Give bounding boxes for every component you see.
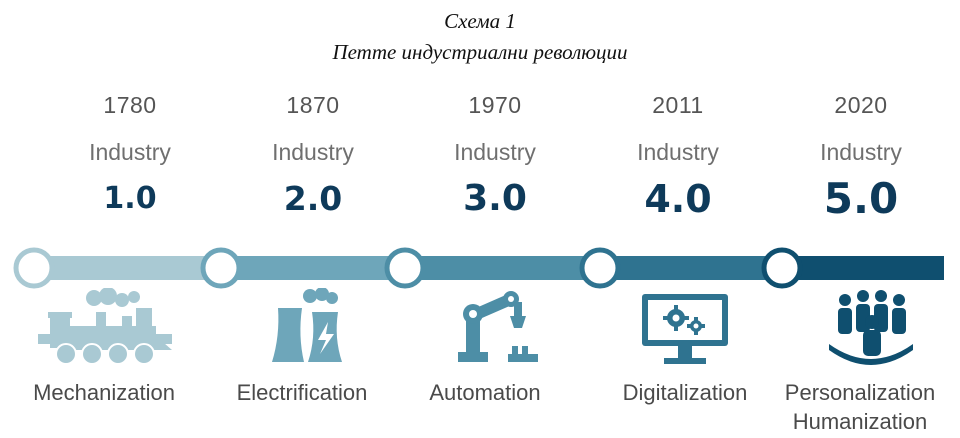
power-plant-icon [272,288,342,362]
era-year: 2011 [652,92,704,118]
diagram-title: Петте индустриални революции [332,40,628,64]
era-industry: Industry [820,139,902,165]
era-3: 1970 Industry 3.0 [405,88,585,221]
era-industry: Industry [454,139,536,165]
era-year: 1780 [103,92,157,118]
timeline-segment-2 [220,256,407,280]
era-label-line1: Personalization [784,380,936,405]
people-group-icon [829,290,913,365]
era-label-automation: Automation [429,380,541,405]
timeline-node-1 [13,247,55,289]
era-industry: Industry [637,139,719,165]
diagram-number: Схема 1 [444,9,516,33]
era-label-electrification: Electrification [236,380,368,405]
robot-arm-icon [458,291,538,362]
era-version: 1.0 [103,181,157,216]
era-label-digitalization: Digitalization [622,380,748,405]
era-industry: Industry [272,139,354,165]
era-version: 5.0 [823,174,899,223]
timeline-segment-5 [781,256,944,280]
era-year: 2020 [834,92,888,118]
era-label-line2: Humanization [792,409,928,434]
timeline-node-2 [200,247,242,289]
timeline-node-5 [761,247,803,289]
era-industry: Industry [89,139,171,165]
timeline [13,247,944,289]
era-1: 1780 Industry 1.0 [40,88,220,221]
era-label-personalization: Personalization Humanization [765,378,955,436]
era-year: 1970 [468,92,522,118]
era-4: 2011 Industry 4.0 [588,88,768,221]
timeline-segment-4 [600,256,784,280]
era-label-mechanization: Mechanization [33,380,175,405]
era-2: 1870 Industry 2.0 [223,88,403,221]
timeline-segment-1 [33,256,223,280]
steam-locomotive-icon [38,288,172,365]
computer-monitor-gears-icon [642,294,728,364]
timeline-segment-3 [404,256,603,280]
timeline-node-4 [579,247,621,289]
era-version: 2.0 [283,179,343,218]
era-year: 1870 [286,92,340,118]
timeline-node-3 [384,247,426,289]
era-version: 3.0 [463,178,527,219]
era-version: 4.0 [644,177,712,221]
era-5: 2020 Industry 5.0 [771,88,951,221]
